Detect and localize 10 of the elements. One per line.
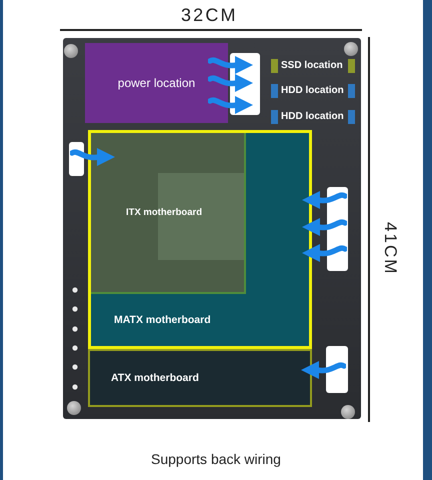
caption: Supports back wiring [151, 450, 281, 468]
motherboard-zone [91, 133, 246, 294]
zone-label: MATX motherboard [114, 313, 211, 327]
zone-label: power location [118, 76, 196, 90]
zone-label: ITX motherboard [126, 206, 202, 219]
zone-label: ATX motherboard [111, 371, 199, 385]
motherboard-zone [88, 349, 312, 407]
power-supply-zone [85, 43, 228, 123]
dimension-label: 41CM [380, 222, 400, 276]
dimension-label: 32CM [181, 4, 238, 26]
